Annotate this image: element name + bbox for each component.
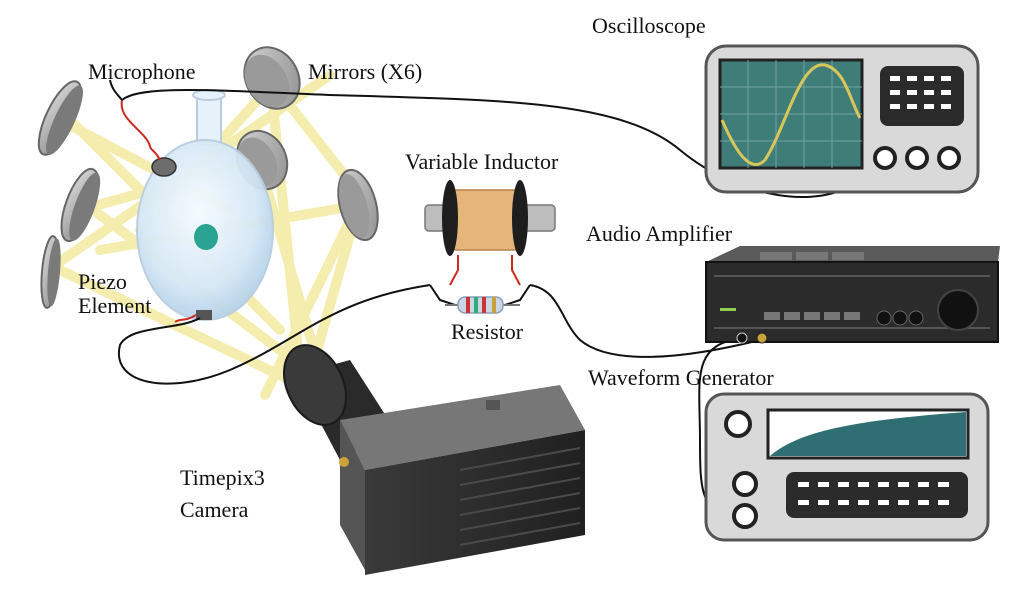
resistor — [445, 296, 520, 314]
mirror — [243, 46, 301, 110]
levitated-sample — [194, 224, 218, 250]
piezo-element-label: Piezo Element — [78, 269, 152, 318]
mirrors-label: Mirrors (X6) — [308, 59, 423, 84]
variable-inductor — [424, 180, 556, 256]
oscilloscope — [704, 44, 980, 194]
mirror — [40, 235, 61, 309]
wires — [109, 79, 881, 517]
audio-amplifier — [705, 246, 1000, 344]
red-leads — [174, 255, 521, 323]
oscilloscope-label: Oscilloscope — [592, 13, 706, 38]
microphone — [120, 99, 177, 177]
resistor-label: Resistor — [451, 319, 524, 344]
variable-inductor-label: Variable Inductor — [405, 149, 559, 174]
timepix3-camera — [283, 344, 585, 575]
mirror — [60, 167, 101, 243]
waveform-generator-label: Waveform Generator — [588, 365, 774, 390]
resonator-flask — [136, 89, 274, 321]
mirror — [37, 80, 83, 156]
camera-label: Timepix3 Camera — [180, 465, 265, 522]
piezo-element — [196, 310, 212, 320]
microphone-label: Microphone — [88, 59, 196, 84]
waveform-generator — [704, 392, 990, 542]
audio-amplifier-label: Audio Amplifier — [586, 221, 733, 246]
mirror — [337, 168, 379, 242]
